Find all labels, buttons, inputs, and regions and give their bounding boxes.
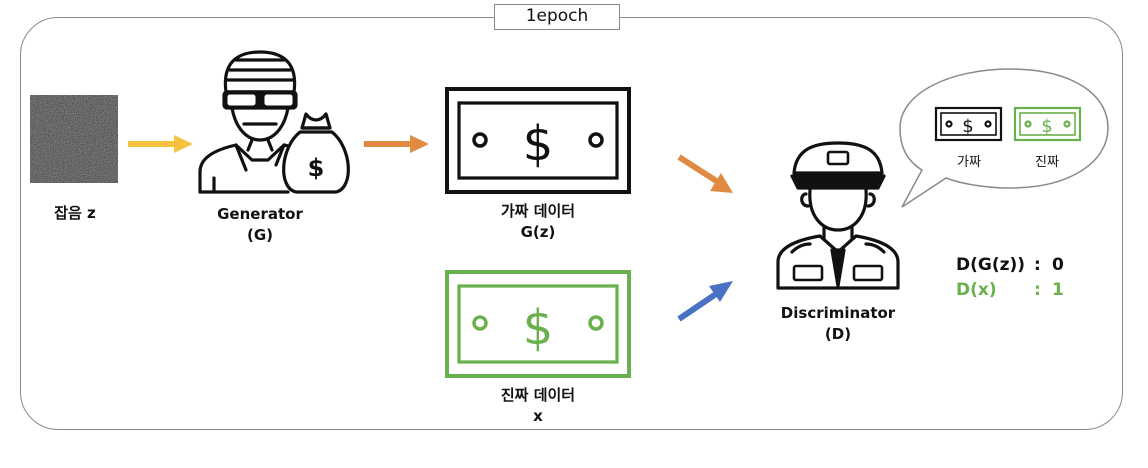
discriminator-symbol: (D) — [824, 325, 852, 343]
score-real-value: 1 — [1052, 280, 1064, 300]
police-officer-icon — [776, 141, 900, 290]
score-fake: D(G(z)):0 — [956, 253, 1064, 277]
discriminator-label: Discriminator (D) — [770, 303, 906, 345]
svg-text:$: $ — [962, 116, 973, 137]
bubble-real-label: 진짜 — [1035, 155, 1059, 170]
svg-text:$: $ — [523, 116, 554, 172]
noise-image — [30, 95, 118, 183]
score-fake-expr: D(G(z)) — [956, 255, 1026, 275]
score-fake-value: 0 — [1052, 255, 1064, 275]
real-data-expr: x — [533, 407, 543, 425]
svg-text:$: $ — [523, 300, 554, 356]
money-bag-icon: $ — [282, 112, 350, 194]
svg-text:$: $ — [1041, 116, 1052, 137]
real-data-label: 진짜 데이터 x — [458, 385, 618, 427]
svg-text:$: $ — [308, 154, 325, 182]
real-data-title: 진짜 데이터 — [500, 386, 576, 404]
score-real-sep: : — [1034, 280, 1041, 300]
generator-name: Generator — [217, 205, 303, 223]
thief-icon — [198, 50, 300, 194]
bubble-fake-banknote-icon: $ — [934, 106, 1003, 142]
arrow-generator-to-fake — [364, 135, 429, 153]
arrow-noise-to-generator — [128, 135, 193, 153]
arrow-real-to-discriminator — [677, 281, 733, 322]
fake-banknote-icon: $ — [445, 87, 631, 194]
generator-symbol: (G) — [246, 226, 274, 244]
discriminator-name: Discriminator — [780, 304, 896, 322]
speech-bubble: $ $ — [899, 68, 1109, 208]
arrow-fake-to-discriminator — [677, 154, 733, 193]
noise-label: 잡음 z — [54, 204, 96, 222]
score-real: D(x):1 — [956, 278, 1064, 302]
score-fake-sep: : — [1034, 255, 1041, 275]
score-real-expr: D(x) — [956, 280, 997, 300]
generator-label: Generator (G) — [200, 204, 320, 246]
real-banknote-icon: $ — [445, 270, 631, 378]
fake-data-label: 가짜 데이터 G(z) — [458, 201, 618, 243]
epoch-label: 1epoch — [494, 4, 620, 30]
bubble-fake-label: 가짜 — [957, 155, 981, 170]
bubble-real-banknote-icon: $ — [1013, 106, 1082, 142]
fake-data-expr: G(z) — [520, 223, 556, 241]
fake-data-title: 가짜 데이터 — [500, 202, 576, 220]
